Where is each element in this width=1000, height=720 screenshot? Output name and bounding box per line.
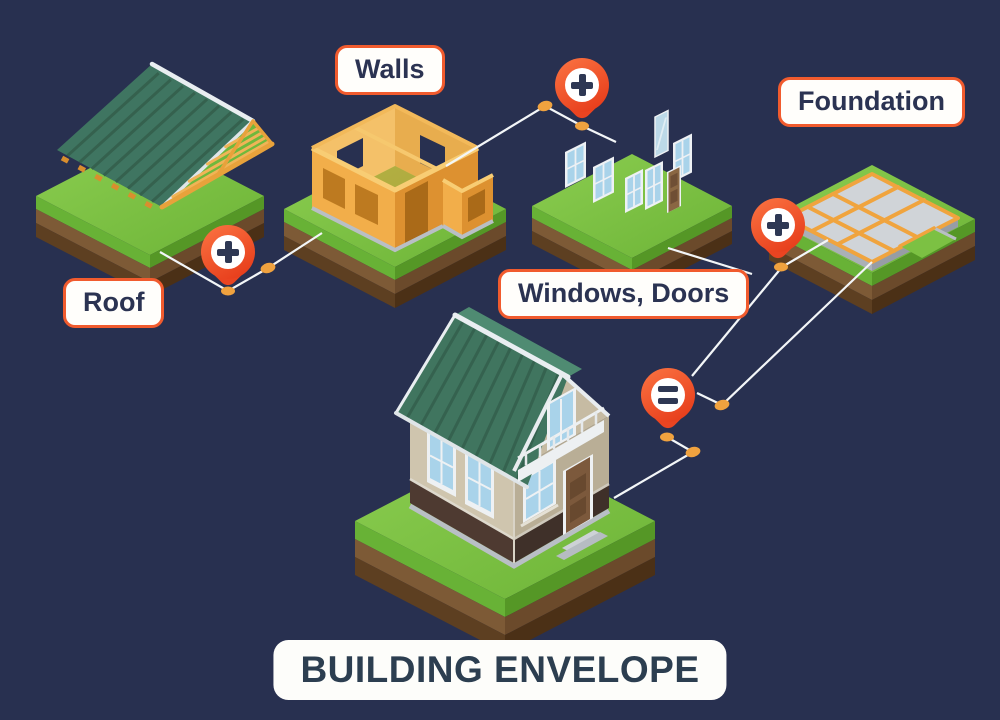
- walls-illustration: [284, 104, 506, 308]
- map-pin-plus-1: [201, 225, 255, 295]
- foundation-illustration: [769, 165, 975, 314]
- entrance-door: [556, 454, 608, 560]
- foundation-label: Foundation: [778, 77, 965, 127]
- window: [645, 160, 663, 210]
- walls-label: Walls: [335, 45, 445, 95]
- timber-frame: [310, 104, 494, 253]
- plus-icon: [761, 208, 795, 242]
- page-title: BUILDING ENVELOPE: [273, 640, 727, 700]
- plus-icon: [565, 68, 599, 102]
- window: [625, 168, 643, 213]
- balcony-railing: [517, 406, 605, 482]
- window: [565, 141, 586, 188]
- connector-dots: [221, 100, 788, 458]
- window: [593, 156, 614, 203]
- equals-icon: [651, 378, 685, 412]
- door: [667, 164, 681, 213]
- windows-doors-label: Windows, Doors: [498, 269, 750, 319]
- house: [394, 307, 611, 569]
- plus-icon: [211, 235, 245, 269]
- roof-label: Roof: [63, 278, 165, 328]
- map-pin-plus-3: [751, 198, 805, 268]
- gable-roof: [57, 61, 275, 214]
- map-pin-equals: [641, 368, 695, 438]
- glass-panel: [654, 109, 669, 159]
- house-illustration: [355, 307, 655, 653]
- roof-illustration: [36, 61, 275, 296]
- map-pin-plus-2: [555, 58, 609, 128]
- concrete-slab: [784, 172, 960, 271]
